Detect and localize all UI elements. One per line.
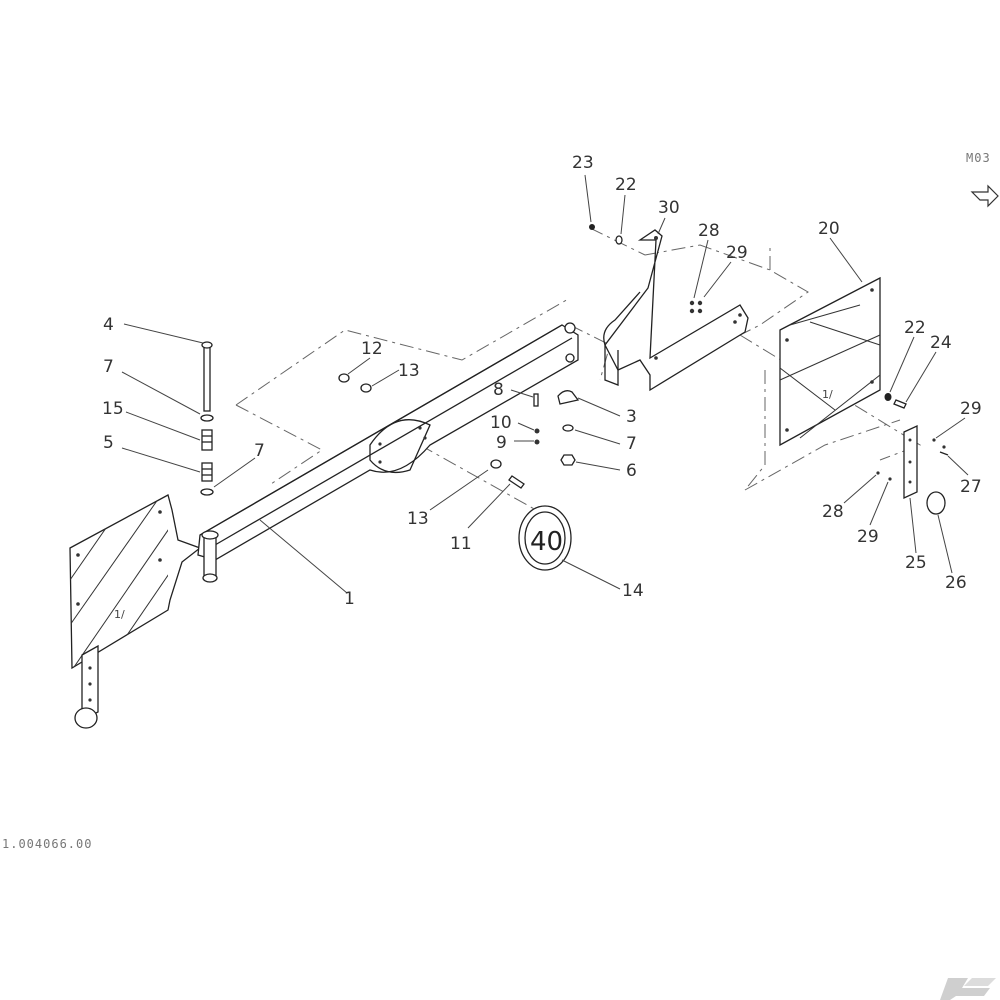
speed-sign: 40 bbox=[518, 505, 572, 571]
callout-29: 29 bbox=[726, 243, 748, 263]
brand-logo-icon bbox=[940, 978, 996, 1000]
callout-12: 12 bbox=[361, 339, 383, 359]
callout-27: 27 bbox=[960, 477, 982, 497]
reflector-26 bbox=[926, 491, 946, 515]
callout-7: 7 bbox=[254, 441, 265, 461]
callout-29: 29 bbox=[960, 399, 982, 419]
left-warning-plate: 1/ bbox=[69, 494, 202, 729]
bolt-24 bbox=[893, 399, 907, 409]
mirror-mark-right: 1/ bbox=[822, 388, 833, 401]
callout-3: 3 bbox=[626, 407, 637, 427]
mirror-mark-left: 1/ bbox=[114, 608, 125, 621]
callout-10: 10 bbox=[490, 413, 512, 433]
callout-6: 6 bbox=[626, 461, 637, 481]
callout-9: 9 bbox=[496, 433, 507, 453]
upper-bracket bbox=[603, 229, 749, 392]
nut-23 bbox=[589, 224, 595, 230]
callout-20: 20 bbox=[818, 219, 840, 239]
callout-13: 13 bbox=[398, 361, 420, 381]
callout-4: 4 bbox=[103, 315, 114, 335]
right-warning-plate: 1/ bbox=[779, 276, 881, 447]
callout-25: 25 bbox=[905, 553, 927, 573]
callout-23: 23 bbox=[572, 153, 594, 173]
main-arm bbox=[197, 322, 579, 583]
callout-14: 14 bbox=[622, 581, 644, 601]
callout-26: 26 bbox=[945, 573, 967, 593]
callout-8: 8 bbox=[493, 380, 504, 400]
callout-24: 24 bbox=[930, 333, 952, 353]
bolt-stack bbox=[200, 341, 214, 496]
callout-29: 29 bbox=[857, 527, 879, 547]
callout-11: 11 bbox=[450, 534, 472, 554]
washer-22 bbox=[615, 235, 623, 245]
callout-22: 22 bbox=[615, 175, 637, 195]
callout-22: 22 bbox=[904, 318, 926, 338]
callout-7: 7 bbox=[103, 357, 114, 377]
arm-hardware bbox=[338, 373, 580, 489]
next-page-arrow-icon[interactable] bbox=[970, 184, 999, 208]
leader-lines bbox=[121, 174, 969, 594]
callout-28: 28 bbox=[698, 221, 720, 241]
washer-22-right bbox=[884, 393, 892, 401]
callout-labels: 4 7 15 5 7 12 13 8 10 9 3 7 6 13 11 14 1… bbox=[102, 153, 982, 609]
speed-sign-label: 40 bbox=[530, 527, 563, 557]
page-code: M03 bbox=[966, 151, 991, 165]
drawing-number: 1.004066.00 bbox=[2, 837, 92, 851]
callout-13: 13 bbox=[407, 509, 429, 529]
callout-5: 5 bbox=[103, 433, 114, 453]
callout-30: 30 bbox=[658, 198, 680, 218]
callout-28: 28 bbox=[822, 502, 844, 522]
callout-1: 1 bbox=[344, 589, 355, 609]
callout-15: 15 bbox=[102, 399, 124, 419]
right-lower-bracket bbox=[876, 424, 949, 515]
callout-7: 7 bbox=[626, 434, 637, 454]
